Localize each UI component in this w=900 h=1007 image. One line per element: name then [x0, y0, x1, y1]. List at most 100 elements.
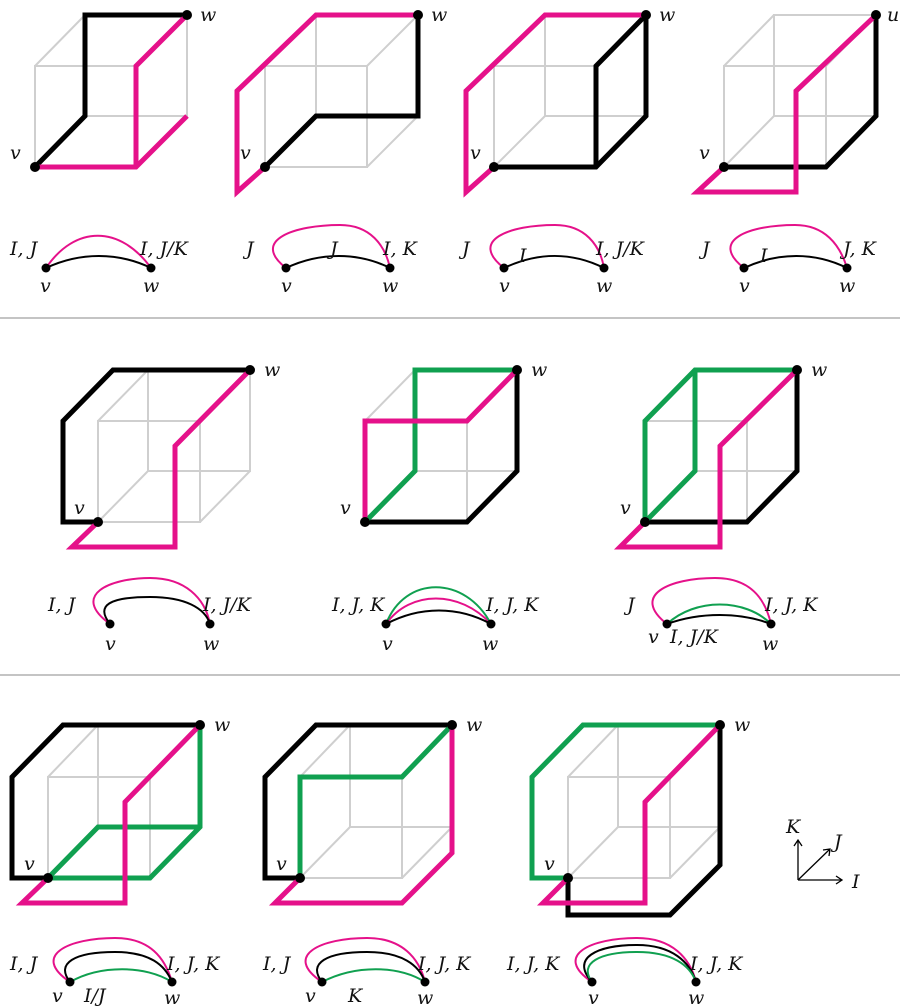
arc-diagram-1-3: J I I, J/K v w: [458, 223, 646, 297]
arc-diagram-3-3: I, J, K I, J, K v w: [506, 936, 744, 1007]
black-arc: [503, 255, 605, 269]
arc-left-label: J: [698, 238, 711, 260]
axis-j-arrow: [797, 848, 831, 881]
magenta-path: [268, 725, 455, 906]
black-path: [724, 15, 879, 170]
vertex-w: [447, 720, 457, 730]
arc-mid-label: I/J: [83, 985, 107, 1007]
arc-right-label: I, J, K: [764, 594, 819, 616]
arc-w-label: w: [164, 987, 180, 1007]
magenta-arc: [45, 234, 152, 269]
label-v: v: [240, 142, 251, 164]
arc-diagram-2-1: I, J I, J/K v w: [47, 576, 253, 655]
vertex-v: [30, 162, 40, 172]
arc-left-label: I, J: [9, 953, 39, 975]
arc-right-label: I, J/K: [139, 238, 190, 260]
label-w: w: [200, 4, 216, 26]
vertex-w: [715, 720, 725, 730]
magenta-path: [15, 723, 202, 906]
black-arc: [666, 614, 772, 625]
arc-w-label: w: [417, 987, 433, 1007]
arc-w-label: w: [839, 275, 855, 297]
black-arc: [45, 255, 152, 269]
cube-2-2: v w: [340, 359, 547, 527]
arc-right-label: I, J, K: [485, 594, 540, 616]
arc-right-label: I, J/K: [202, 594, 253, 616]
magenta-path: [613, 368, 799, 550]
magenta-path: [234, 12, 418, 198]
label-w: w: [659, 4, 675, 26]
green-path: [297, 723, 454, 878]
arc-left-label: J: [458, 238, 471, 260]
black-arc: [743, 255, 848, 269]
arc-left-label: I, J, K: [331, 594, 386, 616]
green-arc: [69, 968, 173, 983]
black-path: [262, 722, 452, 881]
arc-w-label: w: [688, 987, 704, 1007]
label-v: v: [24, 853, 35, 875]
green-path: [642, 367, 797, 524]
black-arc: [103, 595, 211, 625]
black-arc: [583, 943, 697, 983]
arc-v-label: v: [52, 985, 63, 1007]
label-v: v: [699, 142, 710, 164]
magenta-path: [65, 368, 252, 550]
arc-right-label: I, J/K: [595, 238, 646, 260]
label-w: w: [264, 359, 280, 381]
arc-mid-label: J: [326, 238, 339, 260]
axis-k-arrow: [793, 838, 803, 880]
magenta-path: [536, 723, 722, 906]
arc-diagram-2-2: I, J, K I, J, K v w: [331, 586, 540, 655]
cube-2-3: v w: [613, 359, 827, 550]
arc-w-label: w: [482, 633, 498, 655]
black-path: [494, 13, 649, 170]
green-arc: [385, 586, 492, 625]
green-path: [46, 725, 203, 881]
magenta-path: [463, 12, 646, 198]
magenta-arc: [729, 223, 848, 269]
cube-1-2: v w: [234, 4, 447, 198]
black-arc: [285, 255, 391, 269]
black-path: [33, 12, 187, 169]
arc-w-label: w: [203, 633, 219, 655]
arc-mid-label: I: [518, 245, 527, 267]
arc-left-label: I, J, K: [506, 953, 561, 975]
arc-v-label: v: [105, 633, 116, 655]
black-path: [60, 367, 250, 525]
label-w: w: [431, 4, 447, 26]
cube-1-1: v w: [10, 4, 216, 172]
vertex-w: [182, 10, 192, 20]
vertex-w: [195, 720, 205, 730]
arc-diagram-3-2: I, J K I, J, K v w: [262, 936, 472, 1007]
magenta-path: [35, 13, 189, 170]
arc-left-label: J: [242, 238, 255, 260]
vertex-w: [413, 10, 423, 20]
magenta-path: [690, 13, 878, 195]
magenta-arc: [385, 597, 492, 625]
arc-diagram-3-1: I, J I/J I, J, K v w: [9, 936, 221, 1007]
arc-left-label: J: [623, 594, 636, 616]
arc-mid-label: I, J/K: [669, 626, 720, 648]
cube-3-2: v w: [262, 714, 482, 906]
green-arc: [321, 968, 426, 983]
arc-right-label: I, K: [382, 238, 419, 260]
vertex-w: [512, 365, 522, 375]
vertex-v: [295, 873, 305, 883]
arc-v-label: v: [588, 987, 599, 1007]
black-arc: [316, 950, 426, 983]
cube-1-4: v u: [690, 4, 899, 195]
label-w: w: [531, 359, 547, 381]
vertex-w: [792, 365, 802, 375]
label-v: v: [74, 497, 85, 519]
vertex-v: [719, 162, 729, 172]
cube-3-1: v w: [9, 714, 230, 906]
vertex-u: [871, 10, 881, 20]
arc-diagram-1-2: J J I, K v w: [242, 223, 419, 297]
cube-2-1: v w: [60, 359, 280, 550]
vertex-w: [245, 365, 255, 375]
black-arc: [64, 950, 173, 983]
arc-left-label: I, J: [9, 238, 39, 260]
label-v: v: [620, 497, 631, 519]
vertex-v: [563, 873, 573, 883]
label-v: v: [470, 142, 481, 164]
